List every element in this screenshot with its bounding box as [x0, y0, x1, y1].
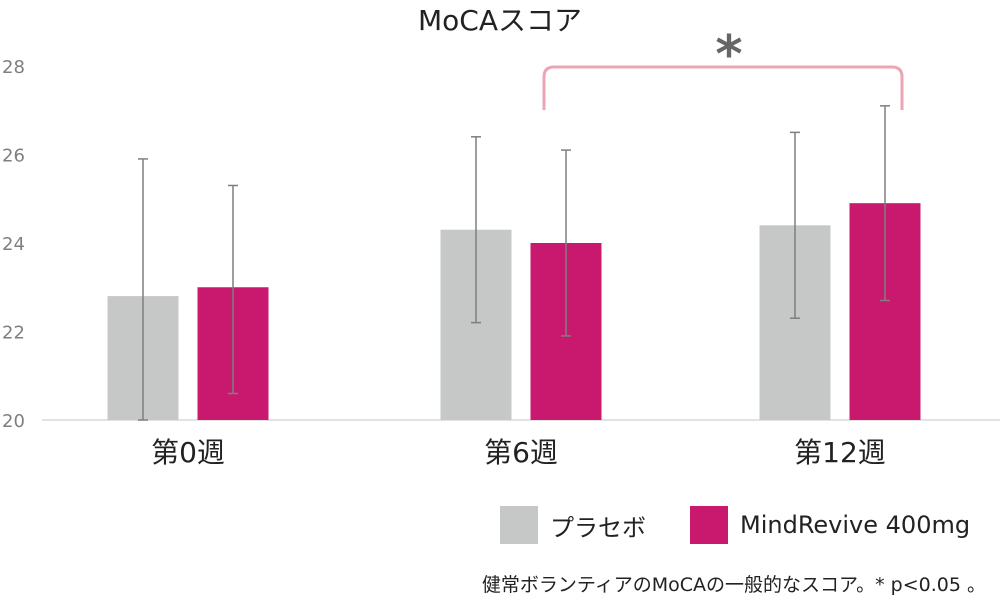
- x-tick-label-2: 第12週: [794, 436, 886, 469]
- y-tick-label-24: 24: [2, 234, 25, 255]
- y-tick-label-20: 20: [2, 411, 25, 432]
- legend-swatch-mindrevive: [690, 506, 728, 544]
- x-tick-label-0: 第0週: [151, 436, 225, 469]
- legend-label-placebo: プラセボ: [550, 513, 646, 542]
- y-tick-label-22: 22: [2, 323, 25, 344]
- significance-bracket: [542, 65, 904, 110]
- footnote: 健常ボランティアのMoCAの一般的なスコア。* p<0.05 。: [481, 574, 986, 596]
- chart-title: MoCAスコア: [418, 4, 582, 37]
- x-tick-label-1: 第6週: [484, 436, 558, 469]
- legend-label-mindrevive: MindRevive 400mg: [740, 511, 971, 539]
- legend-swatch-placebo: [500, 506, 538, 544]
- legend-item-mindrevive: MindRevive 400mg: [690, 506, 970, 544]
- legend: プラセボ MindRevive 400mg: [500, 506, 970, 544]
- significance-marker: *: [715, 25, 742, 85]
- y-tick-label-26: 26: [2, 146, 25, 167]
- y-tick-label-28: 28: [2, 57, 25, 78]
- legend-item-placebo: プラセボ: [500, 506, 646, 544]
